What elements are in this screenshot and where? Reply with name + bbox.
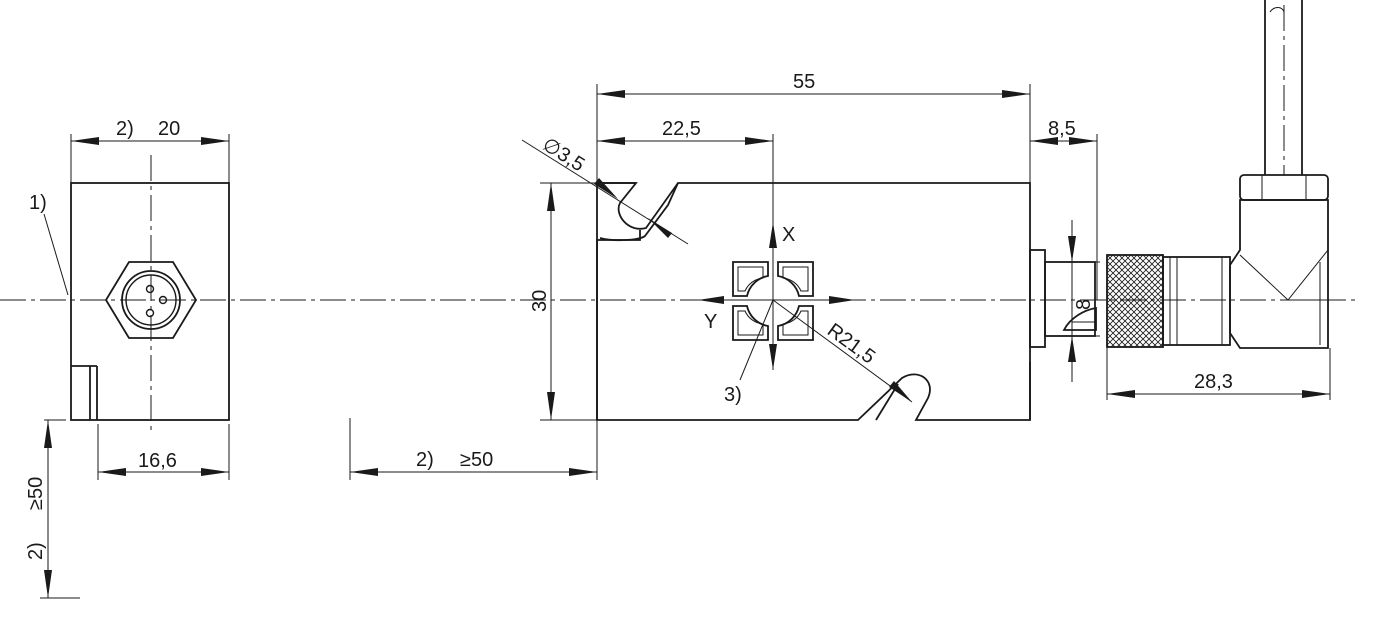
angle-housing	[1229, 199, 1329, 349]
diameter-3-5-label: ∅3,5	[538, 134, 588, 177]
side-view-body	[596, 182, 1031, 421]
connector-ring-inner	[125, 274, 177, 326]
connector-ring-outer	[121, 270, 181, 330]
radius-21-5-label: R21,5	[823, 319, 879, 368]
min-50-vertical-label: ≥50	[25, 477, 47, 510]
axis-x-label: X	[782, 224, 795, 246]
clearance-horizontal: 2) ≥50	[349, 418, 598, 480]
min-50-horizontal-label: ≥50	[460, 449, 493, 471]
axis-x-arrow	[769, 222, 777, 248]
connector-pin	[158, 295, 168, 305]
note-1-label: 1)	[29, 192, 47, 214]
length-55-label: 55	[793, 71, 815, 93]
axis-y-label: Y	[704, 311, 717, 333]
connector-pin	[145, 284, 155, 294]
note-2-width-label: 2)	[116, 118, 134, 140]
length-22-5-label: 22,5	[662, 118, 701, 140]
note-2-horizontal-label: 2)	[416, 449, 434, 471]
height-30-label: 30	[529, 290, 551, 312]
hex-nut-front	[104, 261, 198, 339]
connector-28-3-label: 28,3	[1194, 371, 1233, 393]
sensing-element	[732, 261, 814, 341]
note-1-leader	[43, 213, 69, 296]
side-view: 55 22,5 ∅3,5 30	[521, 71, 1031, 421]
width-16-6-label: 16,6	[138, 450, 177, 472]
knurled-nut	[1106, 254, 1164, 348]
cable-nut	[1239, 174, 1329, 201]
radius-leader	[772, 299, 913, 403]
front-view-body	[70, 182, 230, 421]
note-3-leader	[739, 299, 774, 381]
note-2-vertical-label: 2)	[25, 542, 47, 560]
connector-assembly: 8,5 8 28,3	[1029, 0, 1331, 400]
mounting-slot-top	[599, 182, 679, 242]
axis-y-arrow	[698, 296, 724, 304]
connector-pin	[145, 308, 155, 318]
coupling-body	[1162, 256, 1231, 346]
front-view: 2) 20 1) 16,6 ≥50 2)	[25, 118, 230, 599]
connector-pin-detail	[1062, 306, 1097, 331]
offset-8-5-label: 8,5	[1048, 118, 1076, 140]
note-3-label: 3)	[724, 384, 742, 406]
width-20-label: 20	[158, 118, 180, 140]
connector-8-label: 8	[1073, 299, 1095, 310]
connector-flange	[1029, 249, 1046, 348]
